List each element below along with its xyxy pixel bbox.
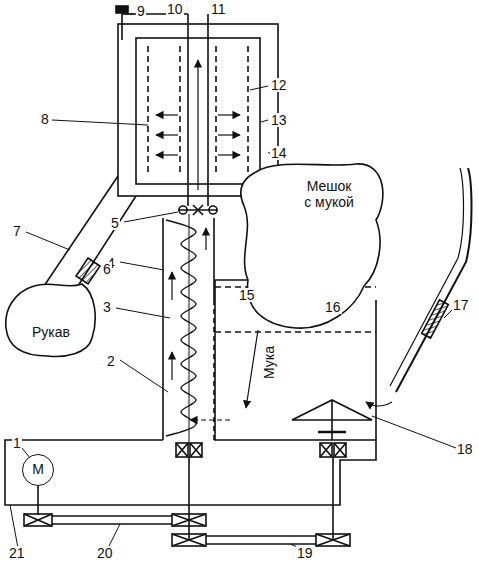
flour-arrow — [246, 330, 258, 408]
inner-sieve — [179, 46, 181, 176]
belt-drive — [172, 534, 350, 546]
callout-number: 19 — [296, 546, 314, 560]
hopper-grate — [215, 331, 376, 333]
node-text: M — [23, 461, 53, 477]
sieve — [147, 46, 149, 176]
callout-number: 5 — [110, 216, 120, 230]
auger-pipe — [162, 218, 164, 440]
callout-number: 9 — [136, 4, 146, 18]
callout-number: 3 — [102, 300, 112, 314]
callout-number: 2 — [106, 354, 116, 368]
shaft — [332, 457, 334, 540]
node-text: Рукав — [14, 324, 88, 340]
bag-outline — [4, 280, 98, 360]
base-housing — [5, 440, 376, 505]
flow-arrow — [197, 60, 198, 190]
flow-arrows — [156, 115, 240, 155]
callout-number: 6 — [102, 262, 112, 276]
callout-number: 18 — [456, 442, 474, 456]
callout-number: 21 — [8, 546, 26, 560]
callout-number: 17 — [452, 298, 470, 312]
bearing — [176, 443, 346, 457]
callout-number: 11 — [210, 2, 227, 16]
callout-number: 1 — [12, 436, 22, 450]
lever-grip — [422, 300, 449, 338]
sieve — [247, 46, 249, 176]
callout-number: 13 — [270, 113, 288, 127]
sifter-housing — [118, 24, 278, 196]
flour-inlet-arrow — [190, 419, 230, 420]
bag-outline — [6, 284, 95, 356]
callout-number: 16 — [324, 300, 342, 314]
stirrer — [292, 400, 372, 440]
flour-bag: Мешок с мукой — [236, 160, 386, 332]
belt-drive — [24, 514, 206, 526]
central-tube — [207, 14, 209, 206]
crank-knob — [116, 6, 128, 13]
flow-label: Мука — [262, 344, 276, 379]
callout-number: 8 — [40, 112, 50, 126]
callout-number: 14 — [270, 146, 288, 160]
callout-number: 7 — [12, 224, 22, 238]
leader-lines — [10, 14, 456, 548]
central-tube — [187, 14, 189, 206]
shaft — [188, 457, 190, 540]
auger-screw — [166, 220, 196, 436]
flow-arrows — [172, 228, 206, 380]
inner-sieve — [215, 46, 217, 176]
outlet-sleeve: Рукав — [4, 280, 98, 360]
callout-number: 20 — [96, 546, 114, 560]
callout-number: 15 — [238, 288, 256, 302]
motor-symbol: M — [22, 454, 54, 486]
coupling — [178, 205, 218, 215]
bag-outline — [241, 164, 383, 328]
auger-shaft — [189, 214, 190, 445]
motor-shaft — [37, 486, 39, 515]
magnet-insert — [76, 258, 100, 284]
lever — [390, 168, 464, 386]
callout-number: 12 — [270, 78, 288, 92]
lever — [396, 168, 472, 392]
crank — [122, 14, 188, 40]
chute — [44, 176, 136, 292]
callout-number: 10 — [166, 2, 184, 16]
node-text: Мешок с мукой — [302, 178, 356, 210]
rotation-arrow — [366, 402, 392, 406]
